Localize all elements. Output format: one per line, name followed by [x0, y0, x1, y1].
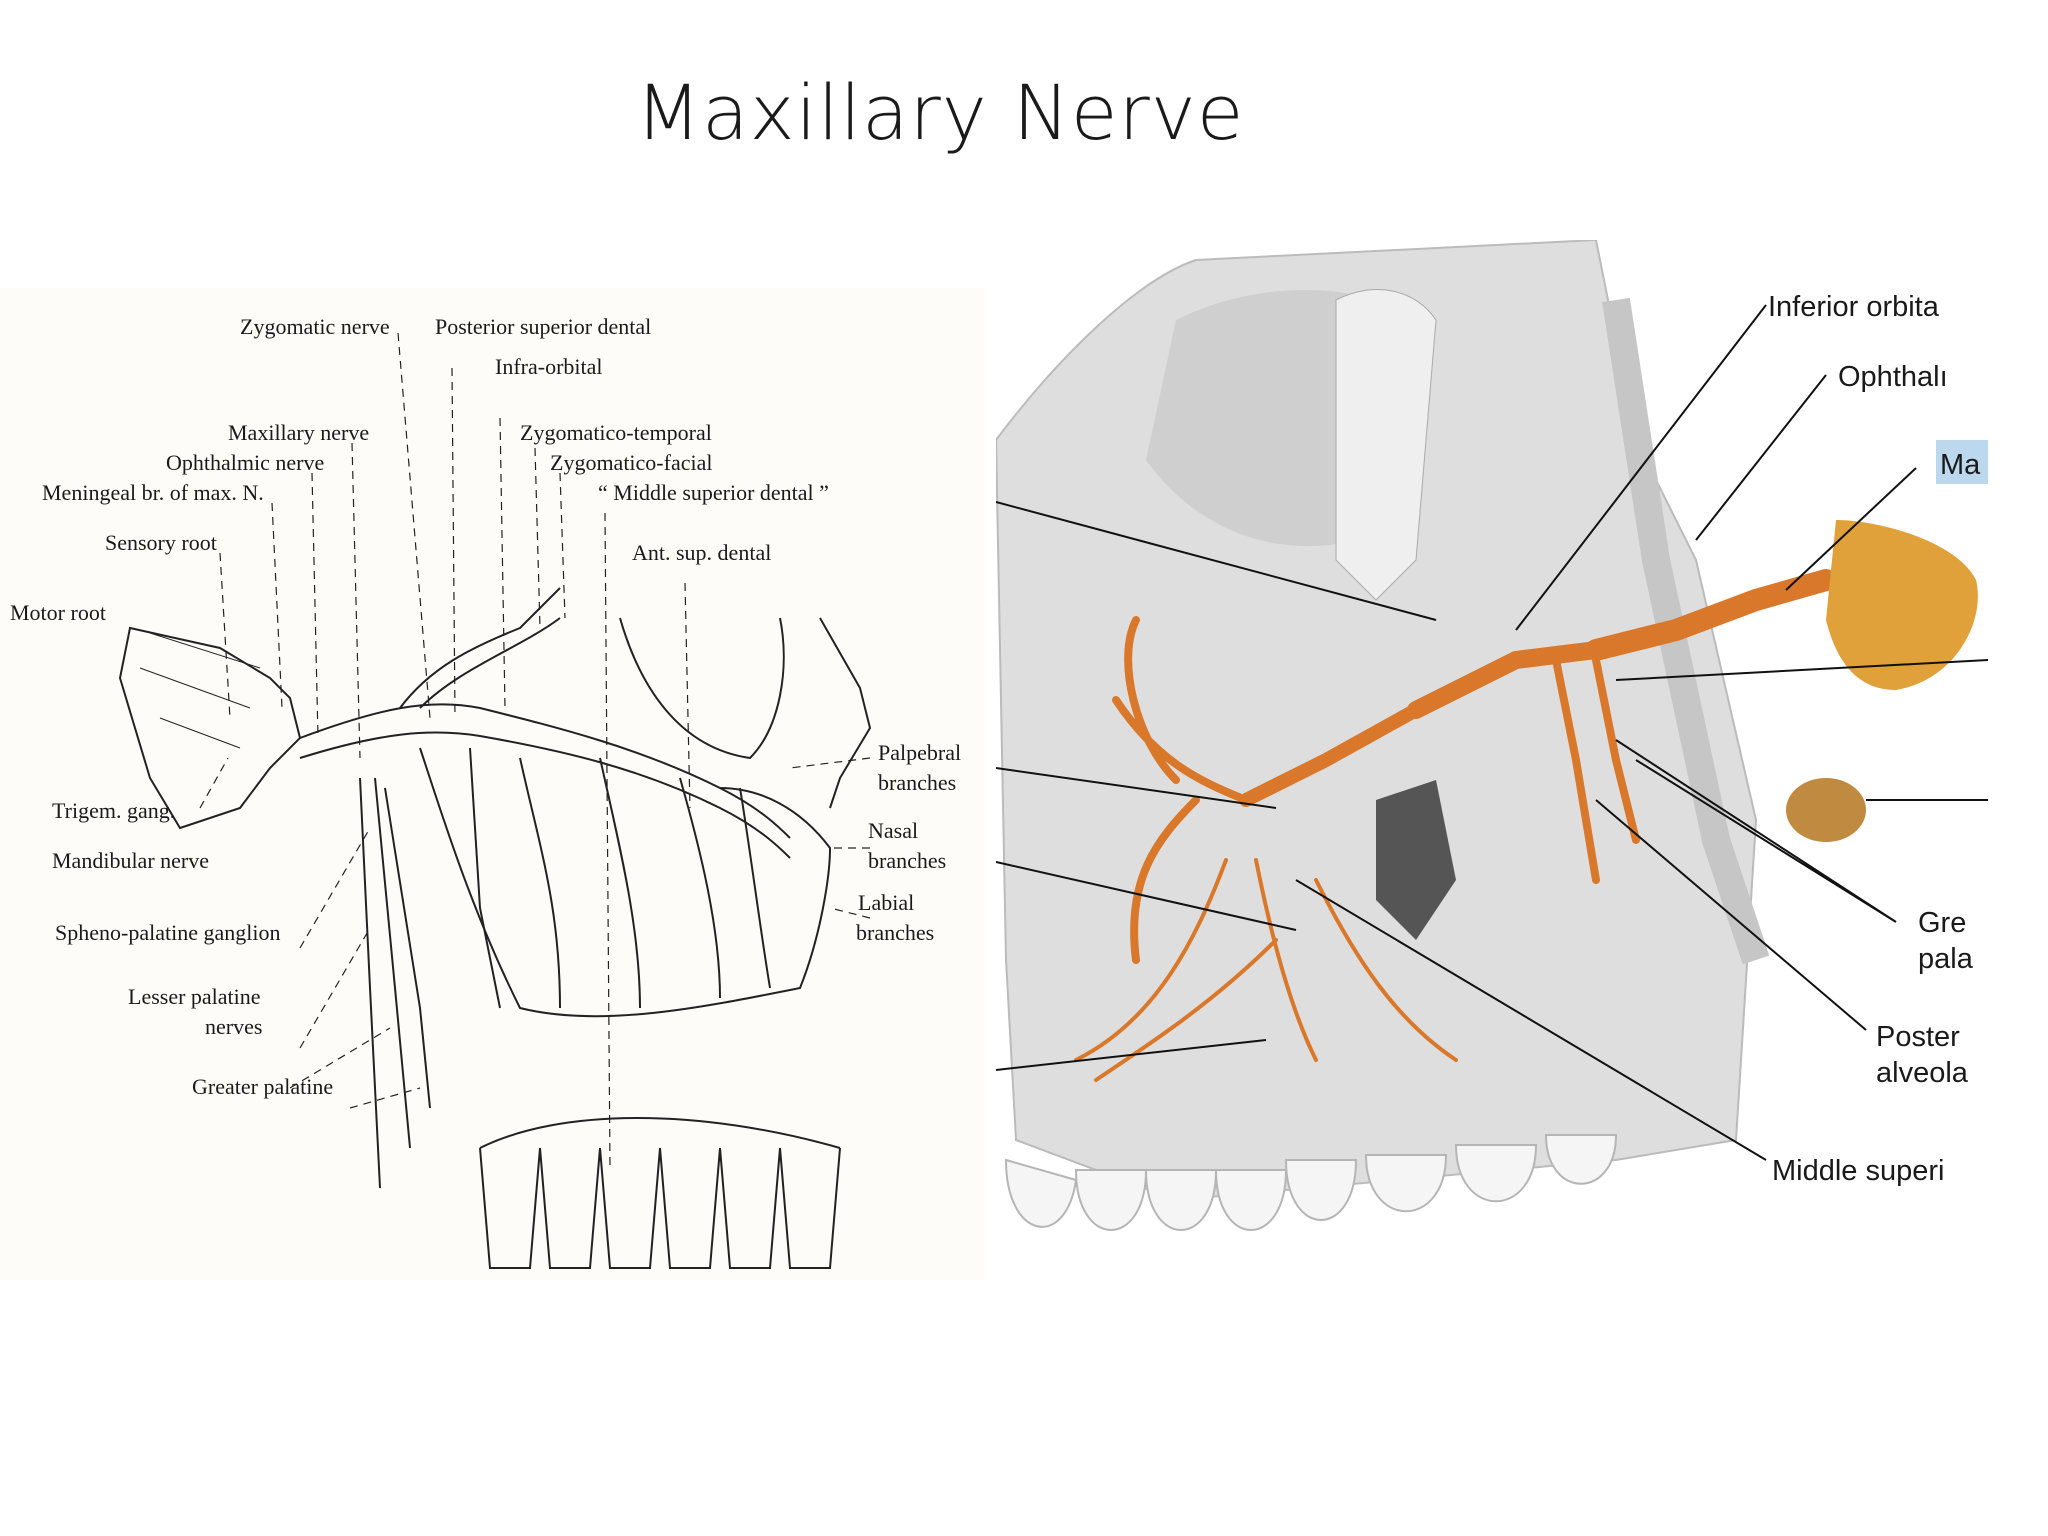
maxillary-trunk — [299, 703, 791, 839]
label-maxillary-nerve: Maxillary nerve — [228, 420, 369, 445]
label-sensory-root: Sensory root — [105, 530, 217, 555]
label-zygomatico-facial: Zygomatico-facial — [550, 450, 712, 475]
label-greater-palatine-1: Gre — [1918, 907, 1966, 939]
teeth-outline — [479, 1117, 841, 1269]
label-posterior-2: alveola — [1876, 1057, 1969, 1089]
label-zygomatic-nerve: Zygomatic nerve — [240, 314, 390, 339]
label-labial-2: branches — [856, 920, 934, 945]
label-middle-superior-dental: “ Middle superior dental ” — [598, 480, 829, 505]
label-inferior-orbital: Inferior orbita — [1768, 291, 1940, 323]
label-meningeal-br: Meningeal br. of max. N. — [42, 480, 264, 505]
label-nasal: Nasal — [868, 818, 918, 843]
palatine-nerves — [359, 777, 431, 1189]
trigeminal-ganglion-shape — [118, 626, 302, 830]
label-infra-orbital: Infra-orbital — [495, 354, 603, 379]
label-middle-superior: Middle superi — [1772, 1155, 1944, 1187]
label-lesser-palatine-2: nerves — [205, 1014, 262, 1039]
slide-title: Maxillary Nerve — [635, 68, 1245, 157]
label-ophthalmic-nerve: Ophthalmic nerve — [166, 450, 324, 475]
label-lesser-palatine: Lesser palatine — [128, 984, 261, 1009]
label-trigem-gang: Trigem. gang. — [52, 798, 175, 823]
label-posterior-1: Poster — [1876, 1021, 1960, 1053]
label-labial: Labial — [858, 890, 914, 915]
label-greater-palatine-2: pala — [1918, 943, 1974, 975]
label-ant-sup-dental: Ant. sup. dental — [632, 540, 771, 565]
label-ophthalmic: Ophthalı — [1838, 361, 1948, 393]
maxilla-outline — [419, 747, 832, 1018]
teeth-row — [1004, 1134, 1618, 1231]
label-nasal-2: branches — [868, 848, 946, 873]
maxillary-label-highlight — [1936, 440, 1988, 484]
label-palpebral-2: branches — [878, 770, 956, 795]
label-spheno-palatine: Spheno-palatine ganglion — [55, 920, 280, 945]
left-line-diagram: Zygomatic nerve Posterior superior denta… — [0, 288, 985, 1280]
label-palpebral: Palpebral — [878, 740, 961, 765]
label-posterior-superior-dental: Posterior superior dental — [435, 314, 651, 339]
label-mandibular-nerve: Mandibular nerve — [52, 848, 209, 873]
right-anatomical-illustration: Inferior orbita Ophthalı Ma Gre pala Pos… — [996, 240, 1988, 1280]
label-maxillary: Ma — [1940, 449, 1981, 481]
maxillary-nerve-orange — [1074, 569, 1837, 1082]
label-motor-root: Motor root — [10, 600, 106, 625]
label-greater-palatine: Greater palatine — [192, 1074, 333, 1099]
ganglion-orange — [1786, 520, 1978, 842]
label-zygomatico-temporal: Zygomatico-temporal — [520, 420, 712, 445]
